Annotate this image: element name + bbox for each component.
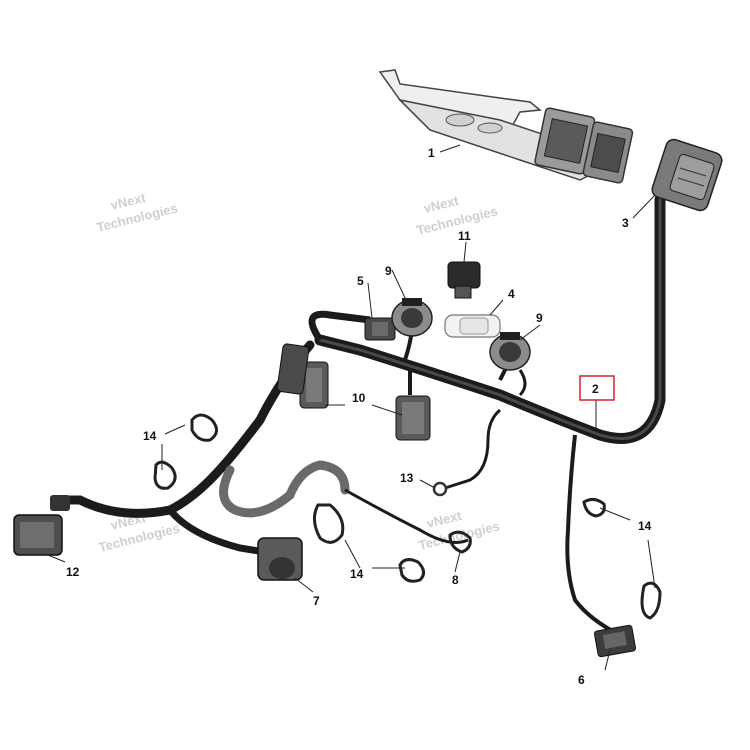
- leader-lines: [47, 144, 656, 671]
- connector-10-left: [276, 343, 329, 409]
- callout-11: 11: [458, 229, 471, 243]
- callout-labels: 1 2 3 4 5 6 7 8 9 9 10 11 12 13 14 14 14: [66, 146, 652, 687]
- callout-14-right: 14: [638, 519, 652, 533]
- connector-3: [651, 138, 723, 212]
- ecu-module: [378, 69, 634, 184]
- callout-14-left: 14: [143, 429, 157, 443]
- part-4-holder: [444, 314, 501, 338]
- connector-12: [13, 495, 70, 556]
- connector-6: [594, 624, 636, 658]
- callout-2: 2: [592, 382, 599, 396]
- callout-8: 8: [452, 573, 459, 587]
- callout-7: 7: [313, 594, 320, 608]
- callout-5: 5: [357, 274, 364, 288]
- callout-9-right: 9: [536, 311, 543, 325]
- callout-4: 4: [508, 287, 515, 301]
- connector-5: [364, 317, 396, 341]
- callout-10: 10: [352, 391, 366, 405]
- callout-6: 6: [578, 673, 585, 687]
- ring-terminal-13: [432, 481, 448, 497]
- callout-9-left: 9: [385, 264, 392, 278]
- callout-3: 3: [622, 216, 629, 230]
- callout-1: 1: [428, 146, 435, 160]
- callout-13: 13: [400, 471, 414, 485]
- connector-11: [447, 261, 481, 299]
- connector-7: [257, 537, 303, 581]
- callout-14-bottom: 14: [350, 567, 364, 581]
- connector-9-left: [391, 298, 433, 337]
- connector-9-right: [489, 332, 531, 371]
- cable-ties-14: [153, 413, 662, 620]
- callout-2-highlight-box: [579, 375, 615, 401]
- callout-12: 12: [66, 565, 80, 579]
- connector-10-right: [395, 395, 431, 441]
